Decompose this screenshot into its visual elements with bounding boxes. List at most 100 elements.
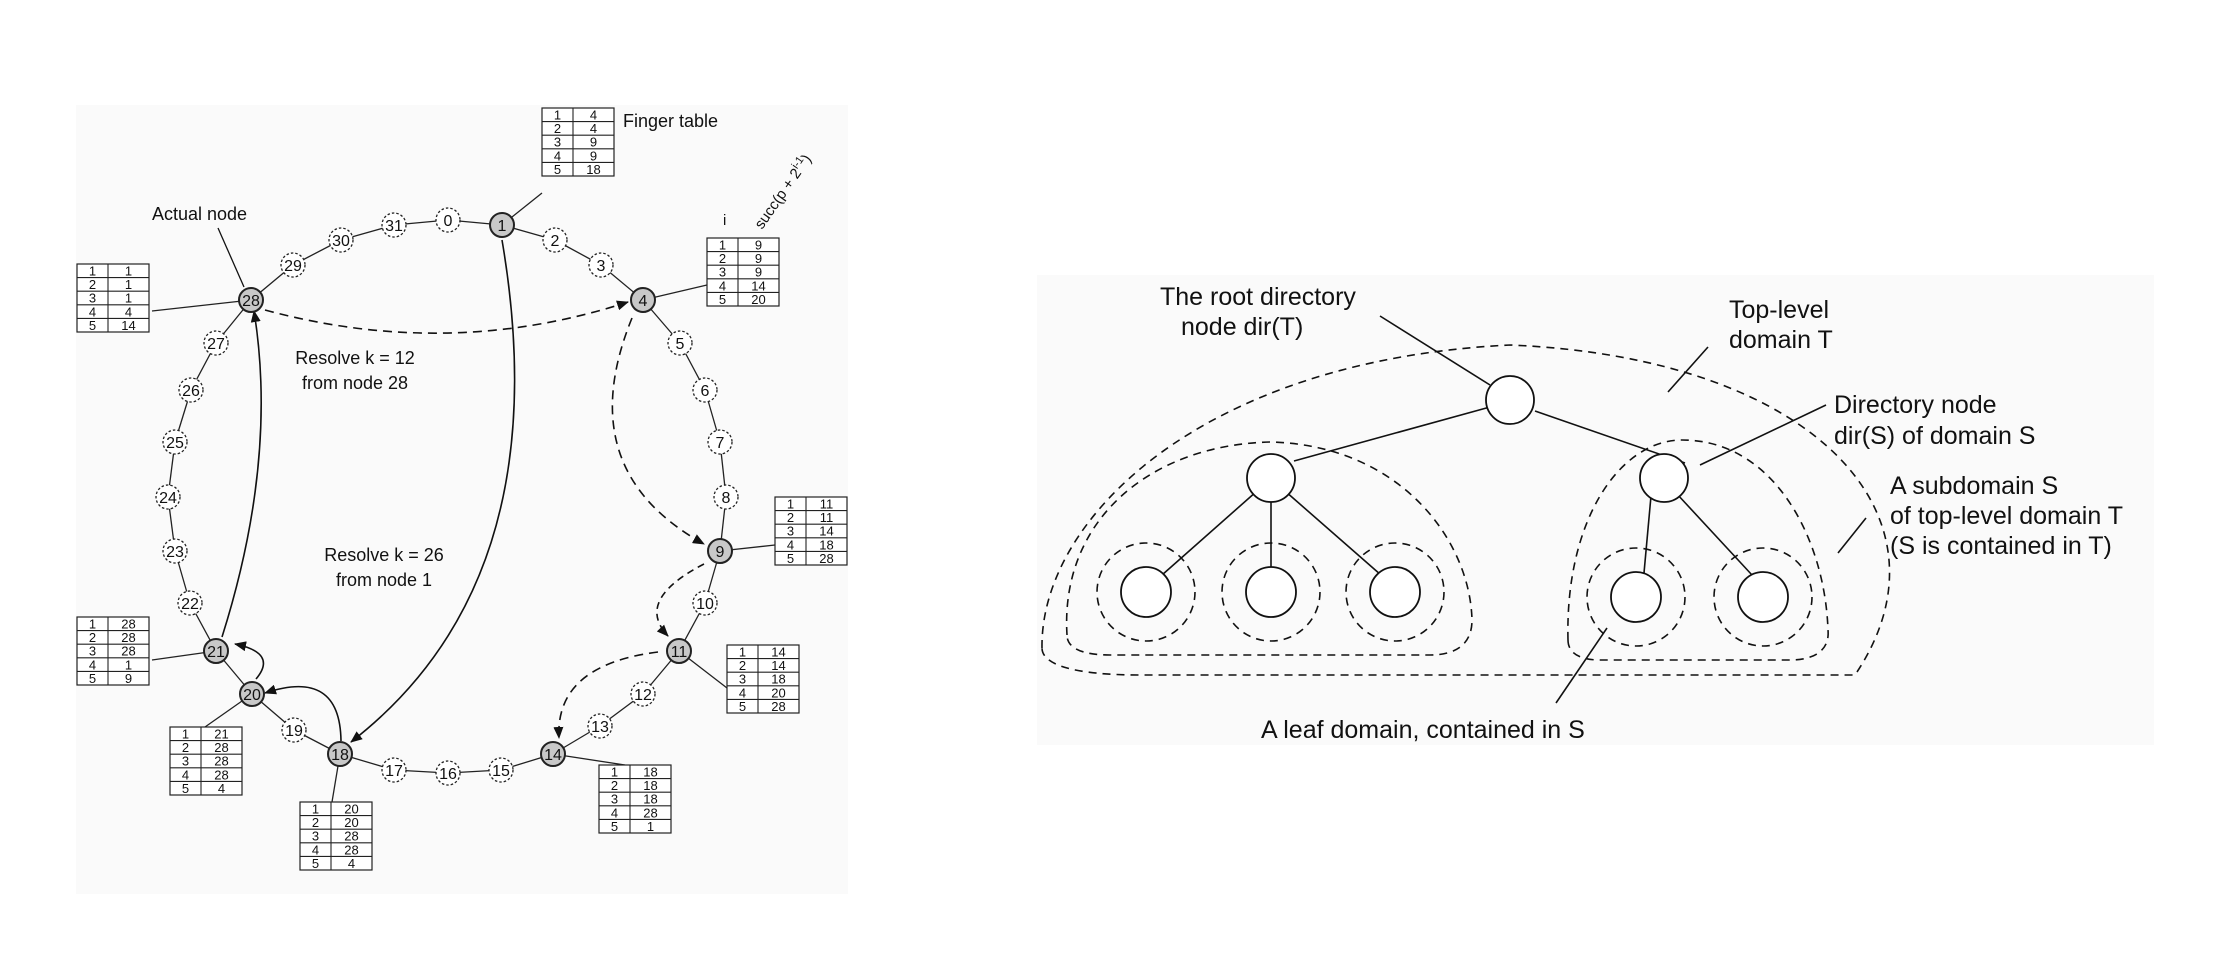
ring-node-label: 6 — [701, 383, 710, 400]
ring-node-actual — [707, 538, 733, 564]
ring-node-virtual — [707, 429, 733, 455]
root-label-line1: The root directory — [1160, 283, 1356, 311]
finger-table-successor: 11 — [820, 497, 834, 512]
finger-table-successor: 14 — [121, 318, 135, 333]
ring-node-virtual — [713, 484, 739, 510]
top-level-label-line1: Top-level — [1729, 296, 1829, 324]
ring-node-virtual — [667, 330, 693, 356]
finger-table-index: 3 — [312, 829, 319, 844]
ring-node-virtual — [178, 377, 204, 403]
finger-table-index: 1 — [611, 765, 618, 780]
subdomain-label-line3: (S is contained in T) — [1890, 532, 2112, 560]
finger-table-index: 1 — [719, 238, 726, 253]
finger-table-successor: 18 — [643, 765, 657, 780]
leaf-domain-3-boundary — [1345, 542, 1445, 642]
finger-table-index: 2 — [739, 658, 746, 673]
leaf-node-2 — [1245, 566, 1297, 618]
resolve-12-line2: from node 28 — [302, 373, 408, 393]
finger-table-index: 5 — [89, 318, 96, 333]
finger-table-successor: 1 — [125, 291, 132, 306]
directory-node-label-line2: dir(S) of domain S — [1834, 422, 2035, 450]
leaf-node-5 — [1737, 571, 1789, 623]
finger-table-successor: 4 — [348, 856, 355, 871]
ring-node-label: 18 — [331, 747, 349, 764]
arrow-18-to-20 — [264, 684, 342, 742]
ring-node-label: 14 — [544, 747, 562, 764]
finger-table-index: 2 — [89, 630, 96, 645]
finger-table-successor: 14 — [819, 524, 833, 539]
ring-node-virtual — [177, 590, 203, 616]
finger-table-successor: 18 — [819, 537, 833, 552]
ring-node-actual — [540, 741, 566, 767]
finger-table-index: 1 — [787, 497, 794, 512]
ring-node-label: 28 — [242, 293, 260, 310]
leaf-domain-1-boundary — [1096, 542, 1196, 642]
ring-node-label: 20 — [243, 687, 261, 704]
finger-table-successor: 20 — [344, 815, 358, 830]
finger-table-successor: 28 — [121, 630, 135, 645]
ring-node-label: 29 — [284, 258, 302, 275]
subdomain-left-node — [1246, 453, 1296, 503]
finger-table-index: 3 — [719, 265, 726, 280]
top-level-label-pointer — [1667, 346, 1709, 393]
finger-table-successor: 4 — [218, 781, 225, 796]
finger-table-successor: 14 — [771, 645, 785, 660]
finger-table-index: 3 — [787, 524, 794, 539]
finger-table-successor: 28 — [121, 644, 135, 659]
finger-table-index: 1 — [89, 617, 96, 632]
subdomain-right-boundary — [1567, 439, 1829, 661]
ring-node-label: 11 — [671, 644, 688, 661]
finger-table-successor: 18 — [586, 162, 600, 177]
ring-node-label: 17 — [385, 763, 403, 780]
finger-table-successor: 20 — [751, 292, 765, 307]
ring-node-virtual — [162, 538, 188, 564]
finger-table-index: 4 — [739, 685, 746, 700]
root-directory-node — [1485, 375, 1535, 425]
ring-node-virtual — [162, 429, 188, 455]
finger-table-successor: 28 — [214, 767, 228, 782]
finger-table-index: 5 — [312, 856, 319, 871]
finger-table-successor: 21 — [214, 727, 228, 742]
leaf-domain-5-boundary — [1713, 547, 1813, 647]
leaf-node-3 — [1369, 566, 1421, 618]
root-label-line2: node dir(T) — [1181, 313, 1303, 341]
ring-node-virtual — [587, 713, 613, 739]
ring-node-label: 27 — [207, 336, 225, 353]
ring-node-virtual — [280, 252, 306, 278]
arrow-4-to-9 — [611, 317, 705, 545]
finger-table-index: 4 — [719, 278, 726, 293]
finger-table-index: 3 — [89, 644, 96, 659]
leaf-domain-label: A leaf domain, contained in S — [1261, 716, 1585, 744]
finger-table-index: 1 — [739, 645, 746, 660]
finger-table-successor: 1 — [125, 657, 132, 672]
finger-table-successor: 9 — [755, 238, 762, 253]
finger-table-successor: 14 — [751, 278, 765, 293]
ring-node-virtual — [328, 227, 354, 253]
finger-table-successor: 20 — [771, 685, 785, 700]
finger-table-index: 5 — [182, 781, 189, 796]
ring-node-actual — [239, 681, 265, 707]
edge-root-left — [1293, 406, 1491, 462]
edge-right-leaf5 — [1676, 493, 1753, 576]
finger-table-successor: 18 — [643, 778, 657, 793]
ring-node-virtual — [435, 760, 461, 786]
ring-node-label: 3 — [597, 258, 606, 275]
ring-node-actual — [630, 287, 656, 313]
finger-table-successor: 11 — [820, 510, 834, 525]
ring-node-label: 2 — [551, 233, 560, 250]
finger-table-successor: 4 — [590, 108, 597, 123]
ring-node-label: 7 — [716, 435, 725, 452]
ring-node-label: 4 — [639, 293, 648, 310]
directory-node-label-line1: Directory node — [1834, 391, 1997, 419]
finger-table-frame — [299, 801, 373, 871]
ring-node-label: 31 — [385, 218, 403, 235]
finger-table-index: 1 — [554, 108, 561, 123]
finger-table-frame — [169, 726, 243, 796]
finger-table-successor: 1 — [125, 264, 132, 279]
ring-node-label: 16 — [439, 766, 457, 783]
finger-table-successor: 28 — [819, 551, 833, 566]
